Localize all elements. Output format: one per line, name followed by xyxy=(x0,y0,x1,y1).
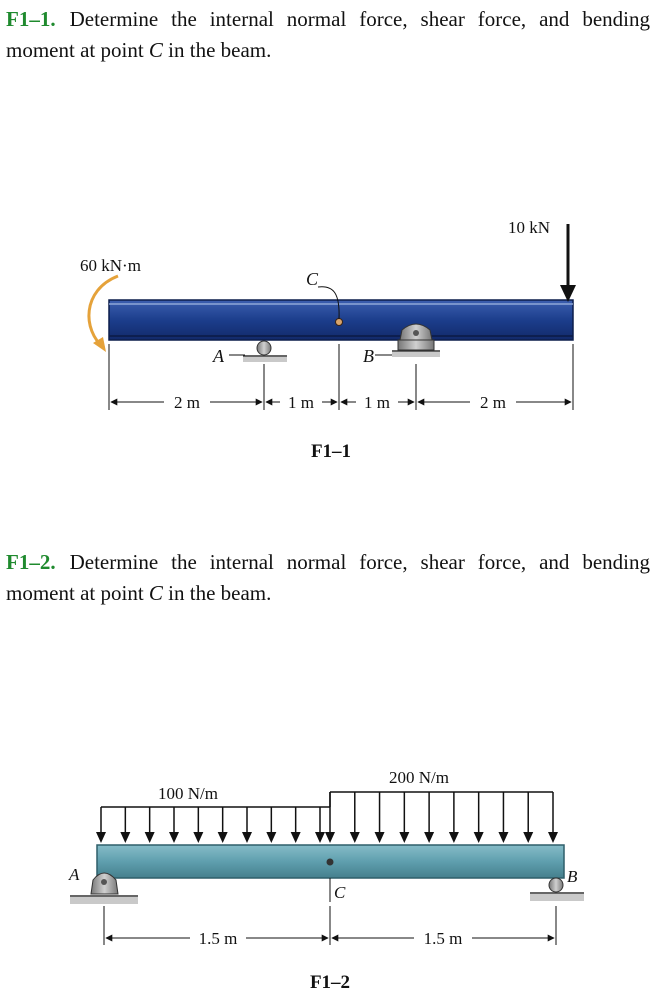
load-arrow-head xyxy=(193,832,204,843)
load-arrow-head xyxy=(120,832,131,843)
problem-1-statement: F1–1.Determine the internal normal force… xyxy=(6,4,650,66)
figure-caption-1: F1–1 xyxy=(311,441,351,462)
moment-label: 60 kN·m xyxy=(80,256,141,275)
problem-1-number: F1–1. xyxy=(6,7,56,31)
load-arrow-head xyxy=(523,832,534,843)
problem-1-text: Determine the internal normal force, she… xyxy=(6,7,650,62)
support-b-pin xyxy=(392,323,440,357)
point-c-leader xyxy=(317,286,340,320)
problem-1-text-end: in the beam. xyxy=(162,38,272,62)
dim-2: 1 m xyxy=(288,393,314,412)
figure-caption-2: F1–2 xyxy=(310,972,350,993)
label-c-2: C xyxy=(334,883,346,902)
load-arrow-head xyxy=(349,832,360,843)
figure-f1-1: 60 kN·m 10 kN C A B xyxy=(80,218,576,462)
problem-2-text: Determine the internal normal force, she… xyxy=(6,550,650,605)
dim-2-2: 1.5 m xyxy=(424,929,463,948)
distributed-load-right xyxy=(329,791,553,807)
problem-2-point: C xyxy=(148,581,163,605)
dim-1: 2 m xyxy=(174,393,200,412)
dim-2-1: 1.5 m xyxy=(199,929,238,948)
load-arrow-head xyxy=(473,832,484,843)
load-arrow-head xyxy=(325,832,335,843)
load-arrow-head xyxy=(498,832,509,843)
dim-3: 1 m xyxy=(364,393,390,412)
load-arrow-head xyxy=(169,832,179,843)
point-load-label: 10 kN xyxy=(508,218,550,237)
load-arrow-head xyxy=(315,832,325,843)
load-arrow-head xyxy=(144,832,155,843)
label-a-2: A xyxy=(68,865,80,884)
load-left-label: 100 N/m xyxy=(158,784,218,803)
dim-4: 2 m xyxy=(480,393,506,412)
load-arrow-head xyxy=(217,832,228,843)
problem-2-text-end: in the beam. xyxy=(162,581,272,605)
load-arrow-head xyxy=(374,832,385,843)
label-b: B xyxy=(363,346,374,366)
load-arrow-head xyxy=(290,832,301,843)
point-load-head xyxy=(560,285,576,302)
moment-arrow-head xyxy=(93,337,106,352)
label-c: C xyxy=(306,269,319,289)
point-c-marker-2 xyxy=(326,858,334,866)
load-arrows-left xyxy=(96,807,325,843)
load-arrow-head xyxy=(448,832,459,843)
load-arrow-head xyxy=(424,832,435,843)
load-arrow-head xyxy=(242,832,252,843)
label-b-2: B xyxy=(567,867,578,886)
support-b-roller-2 xyxy=(530,877,584,901)
support-a-roller xyxy=(243,340,287,362)
load-arrow-head xyxy=(96,832,106,843)
problem-1-point: C xyxy=(148,38,163,62)
load-arrows-right xyxy=(325,792,558,843)
label-a: A xyxy=(212,346,225,366)
support-a-pin-2 xyxy=(70,872,138,904)
problem-2-statement: F1–2.Determine the internal normal force… xyxy=(6,547,650,609)
problem-2-number: F1–2. xyxy=(6,550,56,574)
load-arrow-head xyxy=(266,832,277,843)
load-arrow-head xyxy=(548,832,558,843)
load-right-label: 200 N/m xyxy=(389,768,449,787)
load-arrow-head xyxy=(399,832,410,843)
